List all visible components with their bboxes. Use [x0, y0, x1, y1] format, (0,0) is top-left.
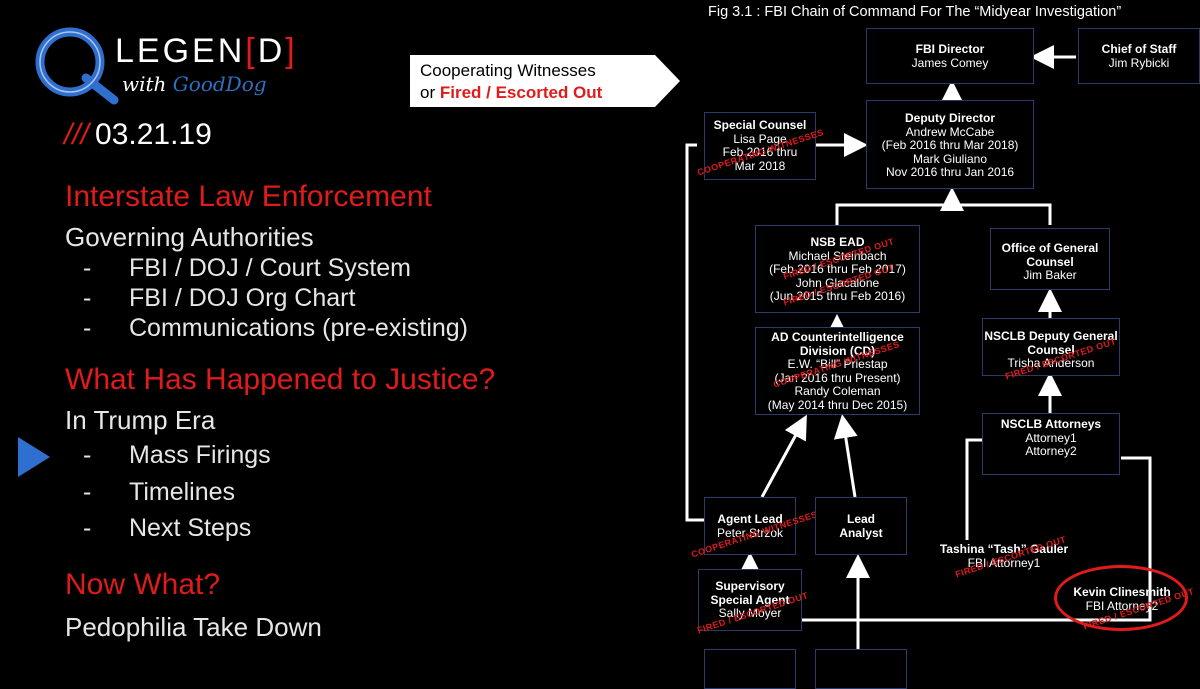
box-title: Lead Analyst — [839, 512, 883, 540]
box-line: FBI Attorney1 — [967, 555, 1041, 570]
brand-prefix: LEGEN — [115, 32, 246, 70]
box-line: Michael Steinbach — [788, 248, 887, 263]
tagline-name: GoodDog — [172, 72, 267, 96]
partial-box — [815, 649, 907, 689]
list-item: -Mass Firings — [83, 441, 271, 469]
box-line: Lisa Page — [733, 131, 787, 146]
box-line: Trisha Anderson — [1007, 356, 1095, 370]
callout-red-text: Fired / Escorted Out — [439, 83, 603, 102]
section2-subtitle: In Trump Era — [65, 405, 216, 435]
callout-line1: Cooperating Witnesses — [420, 61, 596, 80]
box-line: Attorney1 — [1025, 430, 1077, 445]
box-line: Feb 2016 thru — [722, 145, 798, 159]
box-line: Mark Giuliano — [912, 151, 988, 166]
box-line: Andrew McCabe — [905, 124, 995, 139]
box-title: NSCLB Attorneys — [1000, 417, 1102, 431]
tashina-gauler-node: Tashina “Tash” Gauler FBI Attorney1 — [934, 542, 1074, 570]
list-item: -Timelines — [83, 478, 236, 506]
brand-name: LEGEN[D] — [115, 32, 298, 71]
list-item: -FBI / DOJ / Court System — [83, 254, 411, 282]
box-line: James Comey — [911, 55, 989, 70]
deputy-director-box: Deputy Director Andrew McCabe (Feb 2016 … — [866, 100, 1034, 189]
callout-prefix: or — [420, 83, 440, 102]
supervisory-special-agent-box: Supervisory Special Agent Sally Moyer — [698, 569, 802, 631]
box-line: (May 2014 thru Dec 2015) — [767, 397, 908, 412]
box-line: E.W. “Bill” Priestap — [787, 357, 888, 371]
figure-caption: Fig 3.1 : FBI Chain of Command For The “… — [708, 4, 1122, 20]
section1-subtitle: Governing Authorities — [65, 222, 314, 252]
box-line: Mar 2018 — [734, 158, 786, 173]
section2-title: What Has Happened to Justice? — [65, 363, 496, 396]
box-title: NSCLB Deputy General Counsel — [984, 329, 1118, 357]
box-line: Jim Rybicki — [1108, 55, 1170, 70]
play-arrow-icon[interactable] — [18, 437, 50, 477]
box-line: Randy Coleman — [794, 384, 881, 398]
brand-bracket-close: ] — [285, 32, 298, 70]
box-title: NSB EAD — [810, 235, 865, 249]
brand-tagline: with GoodDog — [122, 72, 267, 96]
box-title: Supervisory Special Agent — [710, 579, 790, 607]
list-item: -Communications (pre-existing) — [83, 314, 469, 342]
box-title: Agent Lead — [717, 512, 783, 526]
q-logo-icon — [35, 27, 119, 105]
box-title: Office of General Counsel — [1001, 241, 1099, 269]
ad-counterintelligence-box: AD Counterintelligence Division (CD) E.W… — [755, 327, 920, 415]
nsb-ead-box: NSB EAD Michael Steinbach (Feb 2016 thru… — [755, 225, 920, 313]
chief-of-staff-box: Chief of Staff Jim Rybicki — [1078, 28, 1200, 84]
date-value: 03.21.19 — [95, 118, 212, 151]
box-title: FBI Director — [915, 42, 985, 56]
general-counsel-box: Office of General Counsel Jim Baker — [990, 228, 1110, 290]
callout-text: Cooperating Witnesses or Fired / Escorte… — [420, 60, 602, 104]
box-line: Attorney2 — [1025, 444, 1077, 458]
tagline-with: with — [122, 72, 167, 96]
partial-box — [704, 649, 796, 689]
lead-analyst-box: Lead Analyst — [815, 497, 907, 555]
date-line: ///03.21.19 — [64, 118, 212, 152]
box-line: Sally Moyer — [718, 606, 782, 620]
box-line: Peter Strzok — [716, 525, 784, 540]
special-counsel-box: Special Counsel Lisa Page Feb 2016 thru … — [704, 112, 816, 180]
box-title: Deputy Director — [904, 111, 996, 125]
date-slashes: /// — [64, 118, 90, 151]
section1-title: Interstate Law Enforcement — [65, 180, 432, 213]
connector-lines — [685, 45, 1152, 675]
box-title: Special Counsel — [713, 118, 807, 132]
box-line: (Jan 2016 thru Present) — [774, 370, 901, 385]
nsclb-attorneys-box: NSCLB Attorneys Attorney1 Attorney2 — [982, 413, 1120, 475]
box-line: Jim Baker — [1023, 268, 1077, 282]
brand-letter: D — [257, 32, 286, 70]
fbi-director-box: FBI Director James Comey — [866, 28, 1034, 84]
box-title: Tashina “Tash” Gauler — [939, 542, 1069, 556]
nsclb-deputy-box: NSCLB Deputy General Counsel Trisha Ande… — [982, 318, 1120, 376]
box-line: John Glacalone — [795, 275, 880, 290]
box-line: (Jun 2015 thru Feb 2016) — [769, 289, 906, 303]
list-item: -Next Steps — [83, 514, 252, 542]
section3-title: Now What? — [65, 568, 221, 601]
callout-arrow-shape — [410, 55, 680, 107]
box-title: Chief of Staff — [1101, 42, 1177, 56]
box-line: (Feb 2016 thru Mar 2018) — [881, 138, 1019, 152]
section3-subtitle: Pedophilia Take Down — [65, 612, 322, 642]
highlight-oval — [1054, 565, 1188, 631]
box-title: AD Counterintelligence Division (CD) — [771, 330, 904, 358]
box-line: (Feb 2016 thru Feb 2017) — [769, 262, 906, 276]
brand-bracket-open: [ — [245, 32, 258, 70]
agent-lead-box: Agent Lead Peter Strzok — [704, 497, 796, 555]
box-line: Nov 2016 thru Jan 2016 — [885, 165, 1015, 179]
list-item: -FBI / DOJ Org Chart — [83, 284, 356, 312]
